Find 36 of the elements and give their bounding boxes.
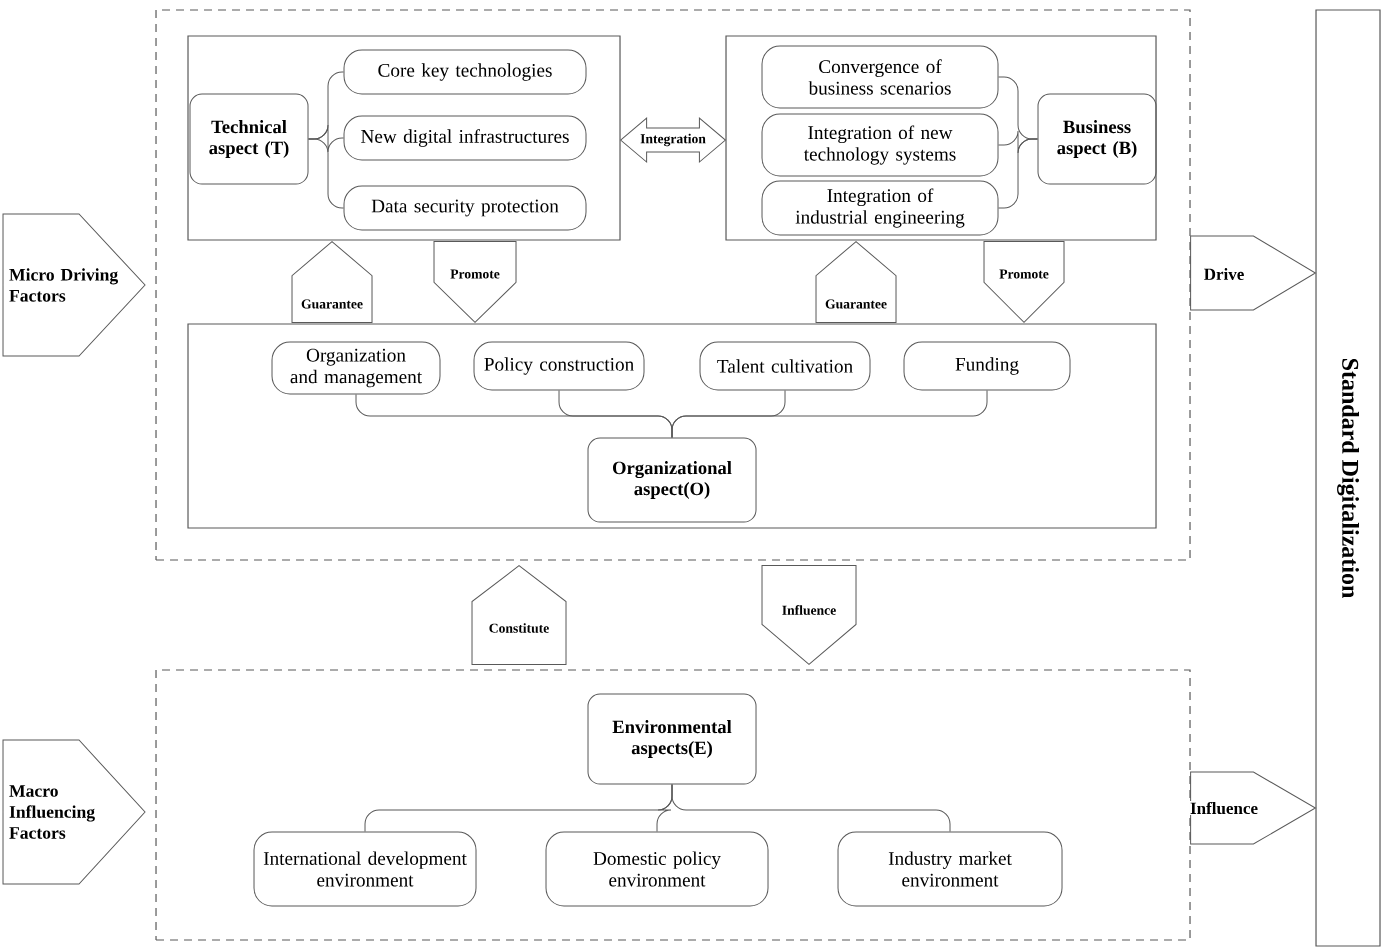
block-arrow xyxy=(620,117,726,163)
block-arrow xyxy=(1190,771,1316,845)
rounded-box: International development environment xyxy=(253,831,477,907)
block-arrow xyxy=(1190,235,1316,311)
rounded-box: Data security protection xyxy=(343,185,587,231)
block-arrow xyxy=(471,565,567,665)
edge-label: Influence xyxy=(1189,800,1259,816)
rounded-box: Integration of new technology systems xyxy=(761,113,999,177)
block-arrow xyxy=(291,241,373,323)
bracket-line xyxy=(671,390,988,438)
edge-label: Drive xyxy=(1202,267,1246,281)
rounded-box: Core key technologies xyxy=(343,49,587,95)
group-box xyxy=(187,323,1157,529)
rounded-box: Organization and management xyxy=(271,341,441,395)
group-box xyxy=(725,35,1157,241)
rounded-box: Talent cultivation xyxy=(699,341,871,391)
bracket-line xyxy=(998,138,1038,209)
block-arrow xyxy=(815,241,897,323)
block-arrow xyxy=(983,241,1065,323)
dashed-frame xyxy=(155,9,1191,561)
rounded-box: Funding xyxy=(903,341,1071,391)
vertical-bar: Standard Digitalization xyxy=(1315,9,1381,947)
aspect-box: Technical aspect (T) xyxy=(189,93,309,185)
rounded-box: Industry market environment xyxy=(837,831,1063,907)
dashed-frame xyxy=(155,669,1191,941)
rounded-box: Policy construction xyxy=(473,341,645,391)
aspect-box: Environmental aspects(E) xyxy=(587,693,757,785)
aspect-box: Organizational aspect(O) xyxy=(587,437,757,523)
group-box xyxy=(187,35,621,241)
rounded-box: Integration of industrial engineering xyxy=(761,180,999,236)
block-arrow xyxy=(761,565,857,665)
rounded-box: Convergence of business scenarios xyxy=(761,45,999,109)
block-arrow xyxy=(433,241,517,323)
rounded-box: Domestic policy environment xyxy=(545,831,769,907)
rounded-box: New digital infrastructures xyxy=(343,115,587,161)
aspect-box: Business aspect (B) xyxy=(1037,93,1157,185)
